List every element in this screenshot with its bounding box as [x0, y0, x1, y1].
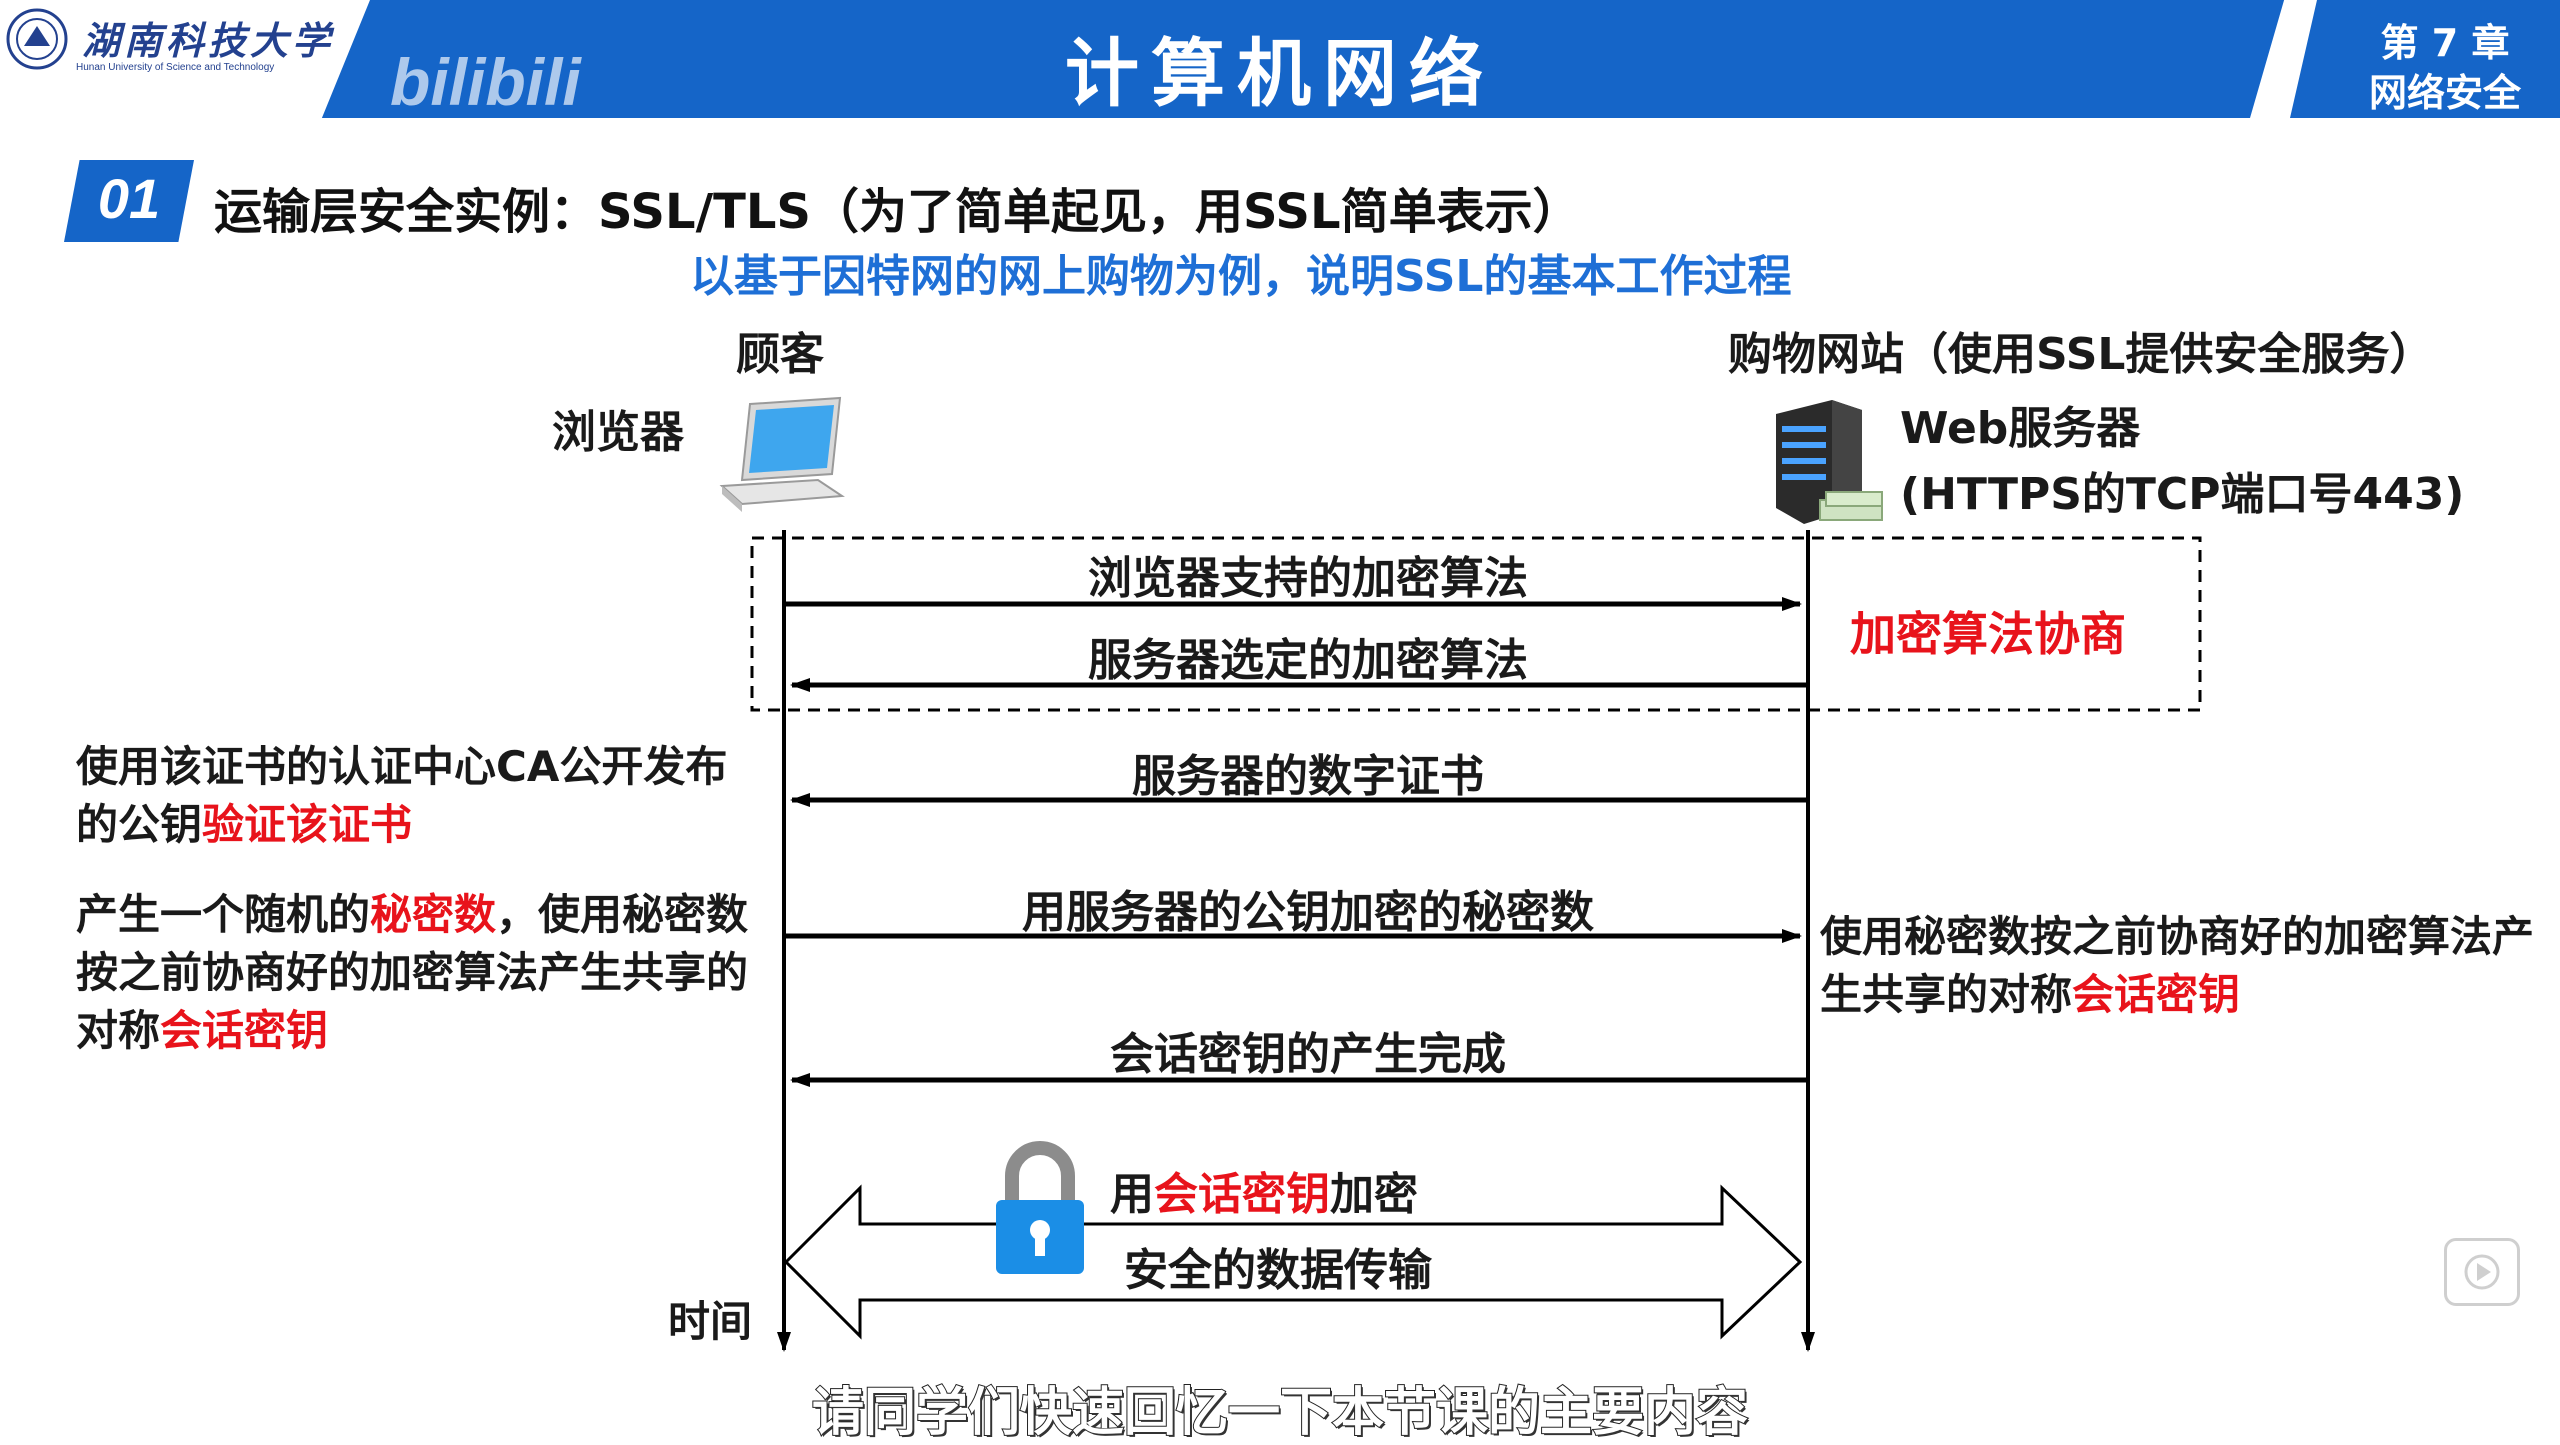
university-seal-icon — [6, 8, 68, 70]
university-name-en: Hunan University of Science and Technolo… — [76, 62, 275, 73]
note-highlight: 会话密钥 — [2072, 970, 2241, 1019]
time-axis-label: 时间 — [668, 1297, 753, 1346]
chapter-number: 第 7 章 — [2380, 21, 2510, 65]
note-highlight: 秘密数 — [370, 890, 497, 939]
secure-label-prefix: 用 — [1110, 1169, 1154, 1220]
secure-label-highlight: 会话密钥 — [1154, 1169, 1330, 1220]
platform-watermark: bilibili — [390, 45, 581, 119]
web-server-label: Web服务器 — [1900, 403, 2141, 454]
note-text: 产生一个随机的 — [76, 890, 371, 939]
header-logo-area — [0, 0, 370, 118]
note-text: 使用秘密数按之前协商好的加密算法产生共享的对称 — [1820, 912, 2535, 1019]
note-highlight: 验证该证书 — [202, 800, 413, 849]
lock-icon — [996, 1141, 1084, 1274]
note-generate-session-key-client: 产生一个随机的秘密数，使用秘密数按之前协商好的加密算法产生共享的对称会话密钥 — [76, 886, 766, 1060]
secure-encryption-label: 用会话密钥加密 — [1110, 1158, 1418, 1222]
chapter-name: 网络安全 — [2368, 71, 2521, 115]
server-icon — [1776, 400, 1883, 524]
message-browser-ciphers: 浏览器支持的加密算法 — [1088, 553, 1528, 604]
laptop-icon — [719, 396, 845, 512]
header-bar — [0, 0, 2560, 118]
negotiation-label: 加密算法协商 — [1850, 607, 2126, 661]
browser-label: 浏览器 — [552, 407, 684, 458]
https-port-label: (HTTPS的TCP端口号443) — [1900, 469, 2465, 520]
section-badge — [64, 160, 194, 242]
play-icon — [2464, 1254, 2500, 1290]
university-name: 湖南科技大学 — [82, 18, 335, 63]
page-title: 计算机网络 — [1065, 31, 1495, 117]
note-generate-session-key-server: 使用秘密数按之前协商好的加密算法产生共享的对称会话密钥 — [1820, 908, 2540, 1024]
note-highlight: 会话密钥 — [160, 1006, 329, 1055]
section-title: 运输层安全实例：SSL/TLS（为了简单起见，用SSL简单表示） — [214, 184, 1581, 240]
negotiation-dashed-box — [750, 536, 2202, 712]
chapter-box — [2290, 0, 2560, 118]
message-encrypted-secret: 用服务器的公钥加密的秘密数 — [1022, 887, 1594, 938]
video-caption: 请同学们快速回忆一下本节课的主要内容 — [811, 1382, 1749, 1444]
shopping-site-label: 购物网站（使用SSL提供安全服务） — [1728, 329, 2434, 380]
note-text: ，使用秘密数按之前协商好的加密算法产生共享的对称 — [76, 890, 749, 1055]
message-session-key-done: 会话密钥的产生完成 — [1110, 1029, 1506, 1080]
play-button[interactable] — [2444, 1238, 2520, 1306]
section-subtitle: 以基于因特网的网上购物为例，说明SSL的基本工作过程 — [690, 251, 1792, 302]
channel-watermark: 湖科大教书匠 — [28, 85, 293, 134]
customer-label: 顾客 — [736, 329, 824, 380]
message-server-cipher: 服务器选定的加密算法 — [1088, 635, 1528, 686]
message-server-certificate: 服务器的数字证书 — [1132, 751, 1484, 802]
section-number: 01 — [97, 167, 161, 230]
secure-label-suffix: 加密 — [1330, 1169, 1418, 1220]
note-text: 使用该证书的认证中心CA公开发布的公钥 — [76, 742, 728, 849]
secure-transfer-label: 安全的数据传输 — [1124, 1245, 1432, 1296]
note-verify-certificate: 使用该证书的认证中心CA公开发布的公钥验证该证书 — [76, 738, 766, 854]
